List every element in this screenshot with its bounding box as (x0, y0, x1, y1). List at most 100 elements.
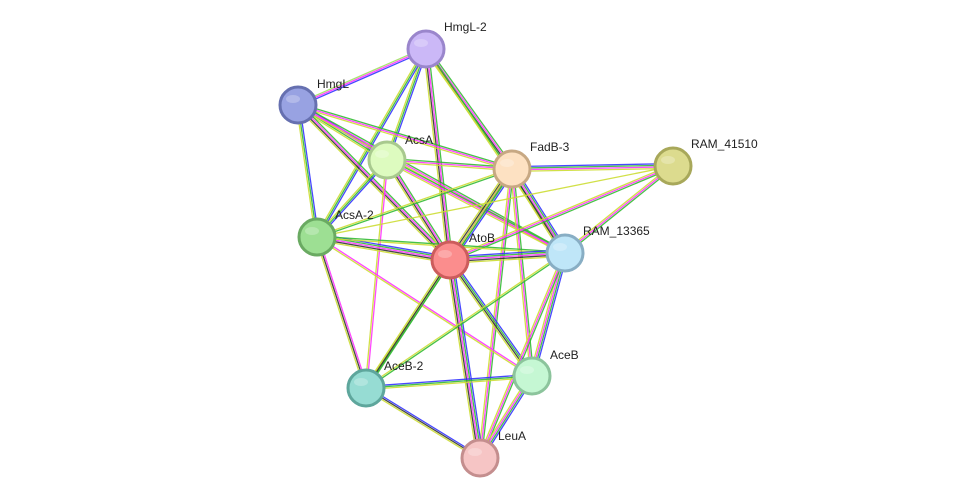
node-AcsA[interactable]: AcsA (367, 133, 433, 180)
edge-evidence-line (298, 103, 567, 253)
edge-FadB-3-RAM_41510 (511, 162, 674, 173)
node-highlight (500, 159, 514, 167)
edge-evidence-line (533, 253, 568, 377)
edge-evidence-line (449, 259, 481, 459)
edge-evidence-line (366, 260, 452, 390)
edge-evidence-line (479, 252, 566, 459)
edge-evidence-line (512, 166, 674, 171)
node-highlight (354, 378, 368, 386)
node-circle[interactable] (653, 146, 693, 186)
edge-evidence-line (449, 163, 673, 260)
node-circle[interactable] (346, 368, 386, 408)
node-circle[interactable] (297, 217, 337, 257)
edge-evidence-line (450, 259, 483, 458)
edge-evidence-line (477, 252, 565, 458)
node-HmgL-2[interactable]: HmgL-2 (406, 20, 487, 69)
node-RAM_13365[interactable]: RAM_13365 (545, 224, 650, 273)
edge-evidence-line (298, 104, 320, 237)
edge-evidence-line (447, 261, 531, 378)
edge-evidence-line (452, 259, 484, 458)
edge-RAM_13365-AceB-2 (365, 251, 566, 390)
edge-HmgL-AtoB (295, 102, 453, 263)
node-LeuA[interactable]: LeuA (460, 429, 526, 478)
edge-evidence-line (479, 168, 513, 459)
edge-RAM_41510-AtoB (449, 163, 674, 263)
node-RAM_41510[interactable]: RAM_41510 (653, 137, 758, 186)
node-label: FadB-3 (530, 140, 570, 154)
edge-evidence-line (446, 260, 478, 459)
edge-evidence-line (387, 159, 452, 260)
edge-FadB-3-AcsA-2 (316, 167, 513, 239)
edge-evidence-line (427, 48, 454, 260)
node-circle[interactable] (406, 29, 446, 69)
node-circle[interactable] (492, 149, 532, 189)
edge-evidence-line (316, 237, 532, 378)
edge-evidence-line (387, 157, 513, 169)
edge-evidence-line (511, 164, 673, 169)
node-highlight (414, 39, 428, 47)
edge-evidence-line (316, 237, 450, 263)
node-AcsA-2[interactable]: AcsA-2 (297, 208, 374, 257)
edge-evidence-line (388, 158, 453, 260)
edge-HmgL-2-AcsA-2 (315, 47, 428, 239)
edge-evidence-line (447, 260, 480, 459)
edge-evidence-line (316, 236, 451, 261)
edge-evidence-line (563, 164, 673, 253)
node-label: AcsA (405, 133, 433, 147)
edge-evidence-line (316, 236, 367, 389)
node-FadB-3[interactable]: FadB-3 (492, 140, 570, 189)
edge-evidence-line (424, 49, 450, 261)
edge-evidence-line (512, 167, 674, 173)
edge-evidence-line (480, 169, 515, 459)
edge-evidence-line (365, 251, 565, 388)
node-circle[interactable] (278, 85, 318, 125)
node-AceB[interactable]: AceB (512, 348, 579, 396)
edge-evidence-line (299, 102, 453, 259)
edge-evidence-line (365, 375, 533, 389)
edge-AcsA-FadB-3 (386, 157, 513, 172)
node-AceB-2[interactable]: AceB-2 (346, 359, 424, 408)
edge-evidence-line (426, 48, 567, 253)
edge-evidence-line (317, 235, 533, 376)
edge-evidence-line (317, 236, 369, 388)
node-circle[interactable] (545, 233, 585, 273)
node-circle[interactable] (460, 438, 500, 478)
edge-HmgL-2-AtoB (422, 48, 454, 261)
edge-evidence-line (316, 48, 427, 238)
node-label: HmgL-2 (444, 20, 487, 34)
edge-evidence-line (295, 106, 449, 263)
edge-evidence-line (365, 259, 451, 389)
edge-AceB-2-LeuA (364, 386, 482, 460)
edge-evidence-line (450, 259, 534, 376)
node-highlight (286, 95, 300, 103)
edge-AceB-2-AceB (365, 373, 533, 391)
edge-evidence-line (365, 373, 532, 388)
edge-evidence-line (511, 162, 673, 168)
node-circle[interactable] (367, 140, 407, 180)
edge-evidence-line (297, 48, 427, 106)
edge-evidence-line (426, 48, 452, 260)
edge-evidence-line (297, 105, 512, 172)
node-highlight (661, 156, 675, 164)
edge-evidence-line (317, 49, 428, 239)
edge-evidence-line (316, 239, 450, 264)
node-circle[interactable] (512, 356, 552, 396)
edge-RAM_41510-RAM_13365 (563, 164, 675, 255)
edge-FadB-3-LeuA (477, 168, 515, 459)
edge-evidence-line (532, 253, 567, 377)
edge-evidence-line (450, 166, 674, 263)
node-label: AtoB (469, 231, 495, 245)
edge-evidence-line (298, 49, 427, 108)
edge-AcsA-2-AceB (316, 235, 533, 378)
node-highlight (553, 243, 567, 251)
edge-evidence-line (364, 388, 480, 460)
edge-evidence-line (386, 159, 513, 170)
edge-evidence-line (427, 47, 515, 168)
edge-evidence-line (565, 166, 675, 255)
edge-RAM_41510-AcsA-2 (316, 165, 674, 238)
node-circle[interactable] (430, 240, 470, 280)
node-HmgL[interactable]: HmgL (278, 77, 349, 125)
edge-evidence-line (297, 46, 426, 105)
node-label: HmgL (317, 77, 349, 91)
node-AtoB[interactable]: AtoB (430, 231, 495, 280)
